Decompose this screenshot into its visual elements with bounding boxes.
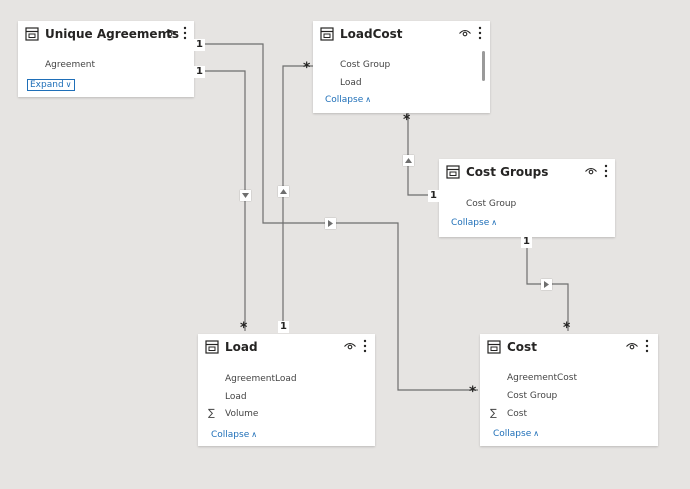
cardinality-one-load-loadcost: 1 [278,321,289,333]
collapse-label: Collapse [451,218,490,228]
table-icon [205,340,219,354]
more-options-icon[interactable] [645,339,649,353]
table-title: Unique Agreements [45,27,179,41]
table-icon [320,27,334,41]
card-header[interactable]: Cost [480,334,658,362]
collapse-toggle[interactable]: Collapse∧ [325,95,371,105]
sigma-icon: ∑ [208,408,215,419]
expand-label: Expand [30,80,64,90]
chevron-up-icon: ∧ [533,429,540,438]
collapse-toggle[interactable]: Collapse∧ [493,429,539,439]
cardinality-many-cost-costgroups: * [563,320,571,336]
collapse-toggle[interactable]: Collapse∧ [211,430,257,440]
chevron-down-icon: ∨ [65,80,72,89]
card-header[interactable]: Unique Agreements [18,21,194,49]
more-options-icon[interactable] [183,26,187,40]
cardinality-many-loadcost-costgroups: * [403,112,411,128]
table-title: Load [225,340,258,354]
cardinality-many-cost-agreements: * [469,384,477,400]
filter-direction-arrow-right [541,279,552,290]
field-name: Cost Group [507,391,558,401]
collapse-label: Collapse [325,95,364,105]
collapse-toggle[interactable]: Collapse∧ [451,218,497,228]
field-name: Cost [507,409,528,419]
eye-icon[interactable] [459,29,471,38]
table-title: Cost [507,340,537,354]
field-row[interactable]: Load [313,76,483,90]
field-name: Load [340,78,362,88]
eye-icon[interactable] [626,342,638,351]
cardinality-one-agreements-load: 1 [194,66,205,78]
table-icon [25,27,39,41]
filter-direction-arrow-up [278,186,289,197]
cardinality-many-load-agreements: * [240,320,248,336]
table-card-unique-agreements[interactable]: Unique Agreements Agreement Expand∨ [18,21,194,97]
relationship-loadcost-costgroups [407,113,439,196]
field-name: AgreementLoad [225,374,297,384]
chevron-up-icon: ∧ [365,95,372,104]
table-card-load[interactable]: Load AgreementLoad Load ∑ Volume Collaps… [198,334,375,446]
expand-toggle[interactable]: Expand∨ [27,79,75,91]
table-icon [446,165,460,179]
sigma-icon: ∑ [490,408,497,419]
table-card-loadcost[interactable]: LoadCost Cost Group Load Collapse∧ [313,21,490,113]
field-name: Agreement [45,60,95,70]
field-row[interactable]: ∑ Volume [198,407,375,421]
field-row[interactable]: Cost Group [439,197,615,211]
field-row[interactable]: Cost Group [313,58,483,72]
field-row[interactable]: Agreement [18,58,194,72]
field-row[interactable]: AgreementLoad [198,372,375,386]
more-options-icon[interactable] [604,164,608,178]
collapse-label: Collapse [493,429,532,439]
more-options-icon[interactable] [478,26,482,40]
field-row[interactable]: Load [198,390,375,404]
filter-direction-arrow-right [325,218,336,229]
more-options-icon[interactable] [363,339,367,353]
cardinality-one-agreements-cost: 1 [194,39,205,51]
field-name: Cost Group [466,199,517,209]
table-icon [487,340,501,354]
eye-icon[interactable] [585,167,597,176]
field-name: Load [225,392,247,402]
field-row[interactable]: AgreementCost [480,371,658,385]
chevron-up-icon: ∧ [251,430,258,439]
table-title: LoadCost [340,27,403,41]
card-header[interactable]: Load [198,334,375,362]
field-row[interactable]: ∑ Cost [480,407,658,421]
cardinality-one-costgroups-loadcost: 1 [428,190,439,202]
eye-icon[interactable] [164,29,176,38]
collapse-label: Collapse [211,430,250,440]
eye-icon[interactable] [344,342,356,351]
table-title: Cost Groups [466,165,549,179]
filter-direction-arrow-up [403,155,414,166]
cardinality-one-costgroups-cost: 1 [521,236,532,248]
field-row[interactable]: Cost Group [480,389,658,403]
field-name: Volume [225,409,259,419]
cardinality-many-loadcost-load: * [303,60,311,76]
relationship-load-loadcost [282,65,313,331]
relationship-agreements-load [194,70,246,331]
card-header[interactable]: Cost Groups [439,159,615,187]
field-list-scrollbar[interactable] [482,51,485,81]
filter-direction-arrow-down [240,190,251,201]
field-name: AgreementCost [507,373,577,383]
field-name: Cost Group [340,60,391,70]
chevron-up-icon: ∧ [491,218,498,227]
table-card-cost-groups[interactable]: Cost Groups Cost Group Collapse∧ [439,159,615,237]
card-header[interactable]: LoadCost [313,21,490,49]
table-card-cost[interactable]: Cost AgreementCost Cost Group ∑ Cost Col… [480,334,658,446]
